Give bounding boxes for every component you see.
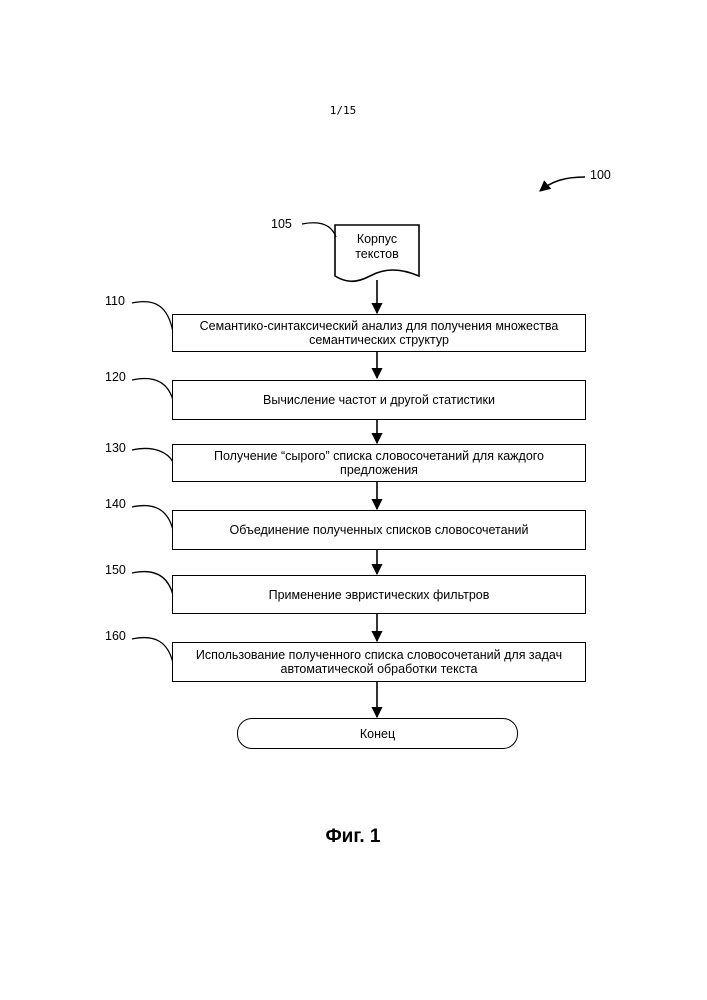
ref-leader-105 xyxy=(302,223,336,237)
process-step-130: Получение “сырого” списка словосочетаний… xyxy=(172,444,586,482)
ref-label-110: 110 xyxy=(105,294,125,308)
process-step-160: Использование полученного списка словосо… xyxy=(172,642,586,682)
figure-ref-arrow xyxy=(540,177,585,191)
ref-label-140: 140 xyxy=(105,497,126,511)
end-terminator: Конец xyxy=(237,718,518,749)
document-node-label: Корпус текстов xyxy=(335,232,419,262)
ref-label-105: 105 xyxy=(271,217,292,231)
ref-leader-110 xyxy=(132,302,173,332)
process-step-120: Вычисление частот и другой статистики xyxy=(172,380,586,420)
ref-leader-150 xyxy=(132,572,173,595)
ref-label-150: 150 xyxy=(105,563,126,577)
process-step-150: Применение эвристических фильтров xyxy=(172,575,586,614)
process-step-140: Объединение полученных списков словосоче… xyxy=(172,510,586,550)
ref-label-130: 130 xyxy=(105,441,126,455)
figure-caption: Фиг. 1 xyxy=(303,826,403,848)
ref-leader-130 xyxy=(132,448,173,462)
ref-leader-120 xyxy=(132,379,173,400)
ref-leader-140 xyxy=(132,506,173,530)
ref-label-160: 160 xyxy=(105,629,126,643)
process-step-110: Семантико-синтаксический анализ для полу… xyxy=(172,314,586,352)
ref-label-120: 120 xyxy=(105,370,126,384)
ref-leader-160 xyxy=(132,638,173,663)
figure-number-label: 100 xyxy=(590,168,611,182)
